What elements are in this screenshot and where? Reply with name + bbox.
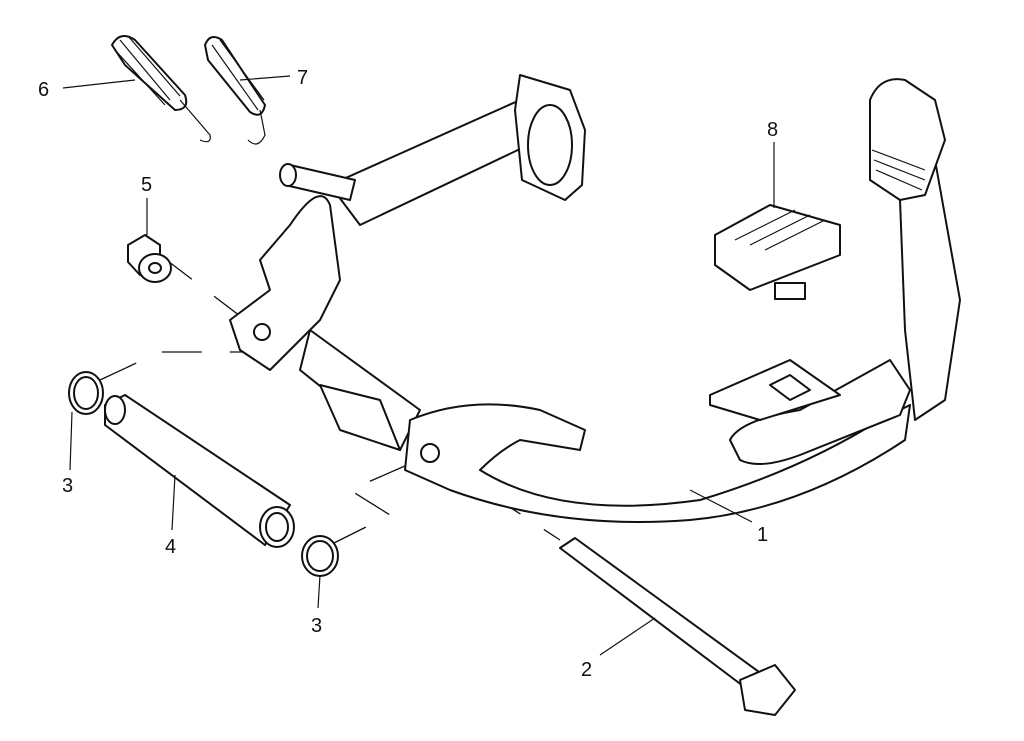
spring-large (111, 35, 211, 143)
callout-1: 1 (757, 524, 768, 546)
callout-3-right: 3 (311, 615, 322, 637)
callout-6: 6 (38, 79, 49, 101)
washer-left (68, 371, 104, 415)
callout-8: 8 (767, 119, 778, 141)
leader-lines (62, 75, 775, 656)
callout-7: 7 (297, 67, 308, 89)
bushing (127, 234, 172, 283)
callout-2: 2 (581, 659, 592, 681)
rubber-stop (714, 204, 841, 300)
callout-5: 5 (141, 174, 152, 196)
center-stand (229, 74, 961, 523)
washer-right (301, 535, 339, 577)
callout-3-left: 3 (62, 475, 73, 497)
bolt (559, 537, 796, 716)
spacer-tube (104, 394, 295, 548)
pivot-pin (279, 163, 356, 201)
spring-small (204, 35, 266, 145)
callouts: 6 7 5 8 3 4 3 2 1 (38, 67, 778, 681)
callout-4: 4 (165, 536, 176, 558)
